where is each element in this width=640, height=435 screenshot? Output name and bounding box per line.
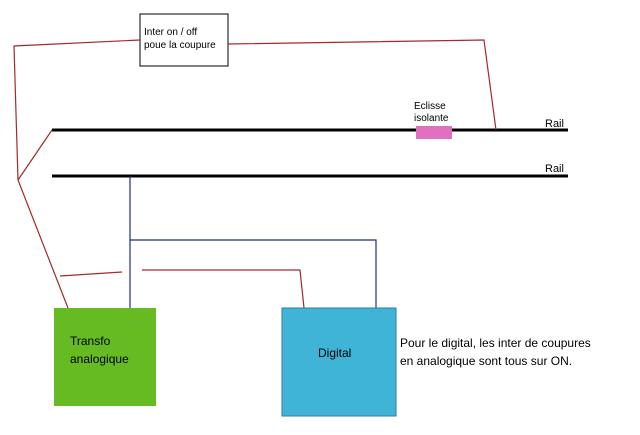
analog-wire-bridge-1 <box>59 271 123 277</box>
analog-box-label-line1: Transfo <box>70 334 111 348</box>
analog-wire-switch-right <box>227 39 497 131</box>
switch-box <box>139 13 229 67</box>
analog-box-label-line2: analogique <box>70 352 129 366</box>
rail-bottom-label: Rail <box>545 163 564 175</box>
switch-label-line2: poue la coupure <box>144 40 216 51</box>
digital-box <box>281 307 397 417</box>
insulated-joint <box>416 126 452 139</box>
analog-wire-switch-left <box>13 39 141 309</box>
insulated-joint-label-line2: isolante <box>414 113 449 124</box>
digital-wire-to-box <box>130 239 377 308</box>
digital-wiring <box>129 176 377 308</box>
analog-wire-to-rail-top <box>17 129 53 181</box>
rail-top-label: Rail <box>545 118 564 130</box>
note-line2: en analogique sont tous sur ON. <box>400 354 573 368</box>
digital-box-label: Digital <box>318 346 352 360</box>
switch-label-line1: Inter on / off <box>144 27 198 38</box>
note-line1: Pour le digital, les inter de coupures <box>400 336 591 350</box>
analog-wire-to-digital <box>142 269 305 309</box>
analog-transformer-box <box>54 308 156 406</box>
insulated-joint-label-line1: Eclisse <box>414 101 446 112</box>
analog-wiring <box>13 39 497 309</box>
